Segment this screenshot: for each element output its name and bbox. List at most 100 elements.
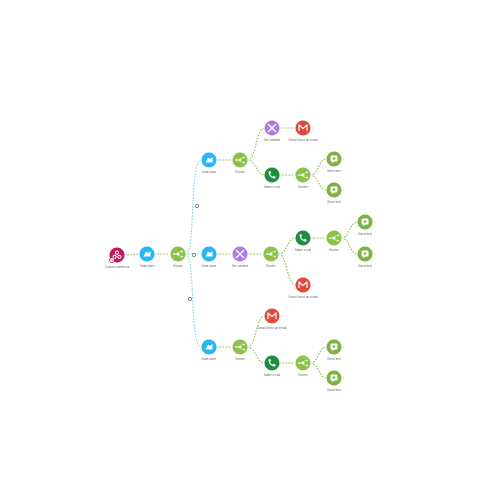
connector-dot xyxy=(279,253,282,255)
module-gmailB[interactable]: Gmail Send an email xyxy=(288,276,318,299)
connection-line[interactable] xyxy=(278,253,296,286)
webhook-icon xyxy=(112,250,122,259)
module-label: Send text xyxy=(327,357,341,361)
module-phoneA[interactable]: Make a call xyxy=(263,166,283,189)
connector-dot xyxy=(248,159,251,161)
connector-dot xyxy=(311,237,314,239)
module-label: Make a call xyxy=(264,373,280,377)
gmail-icon xyxy=(298,124,308,131)
module-crossA[interactable]: Set variable xyxy=(263,119,283,142)
chat-icon xyxy=(330,343,338,352)
module-routerB[interactable]: Router xyxy=(262,245,282,268)
tools-icon xyxy=(235,249,245,259)
module-label: Send text xyxy=(358,232,372,236)
phone-icon xyxy=(299,234,307,242)
module-label: Router xyxy=(298,373,309,377)
module-label: Data store xyxy=(202,170,217,174)
module-routerC[interactable]: Router xyxy=(231,338,251,361)
module-routerA2[interactable]: Router xyxy=(294,166,314,189)
connection-line[interactable] xyxy=(247,159,265,176)
chat-icon xyxy=(361,250,369,259)
connector-dot xyxy=(311,127,314,129)
connection-line[interactable] xyxy=(184,159,202,255)
module-routerC2[interactable]: Router xyxy=(294,354,314,377)
connection-line[interactable] xyxy=(341,221,358,239)
connector-dot xyxy=(342,158,345,160)
connector-dot xyxy=(342,377,345,379)
module-chatC1[interactable]: Send text xyxy=(325,338,345,361)
module-store1[interactable]: Data store xyxy=(138,245,158,268)
module-phoneC[interactable]: Make a call xyxy=(263,354,283,377)
module-label: Router xyxy=(173,264,184,268)
module-label: Router xyxy=(266,264,277,268)
module-chatC2[interactable]: Send text xyxy=(325,369,345,392)
module-label: Send text xyxy=(327,200,341,204)
connection-line[interactable] xyxy=(247,127,265,161)
module-gmailC[interactable]: Gmail Send an email xyxy=(257,307,287,330)
connector-dot xyxy=(311,174,314,176)
connection-line[interactable] xyxy=(310,174,327,191)
module-label: Custom webhook xyxy=(105,265,130,269)
module-webhook[interactable]: Custom webhook xyxy=(105,246,130,269)
gmail-icon xyxy=(267,312,277,319)
module-label: Gmail Send an email xyxy=(288,295,318,299)
router-icon xyxy=(173,250,183,258)
route-filter-icon[interactable] xyxy=(188,297,192,301)
module-label: Make a call xyxy=(295,248,311,252)
module-label: Set variable xyxy=(264,138,281,142)
module-routerB2[interactable]: Router xyxy=(325,229,345,252)
connection-line[interactable] xyxy=(310,362,327,379)
connector-dot xyxy=(280,174,283,176)
connection-line[interactable] xyxy=(341,237,358,255)
module-storeB[interactable]: Data store xyxy=(200,245,220,268)
connection-line[interactable] xyxy=(310,158,327,176)
connector-dot xyxy=(342,346,345,348)
connection-line[interactable] xyxy=(247,346,265,364)
connector-dot xyxy=(373,253,376,255)
connector-dot xyxy=(342,189,345,191)
connector-dot xyxy=(311,284,314,286)
connector-dot xyxy=(280,315,283,317)
module-label: Gmail Send an email xyxy=(257,326,287,330)
connector-dot xyxy=(311,362,314,364)
module-label: Send text xyxy=(327,388,341,392)
module-router0[interactable]: Router xyxy=(169,245,189,268)
connection-line[interactable] xyxy=(247,315,265,348)
module-label: Router xyxy=(235,357,246,361)
connection-line[interactable] xyxy=(278,237,296,255)
route-filter-icon[interactable] xyxy=(195,204,199,208)
connector-dot xyxy=(248,346,251,348)
router-icon xyxy=(235,156,245,164)
module-label: Data store xyxy=(202,264,217,268)
module-chatB1[interactable]: Send text xyxy=(356,213,376,236)
module-crossB[interactable]: Set variable xyxy=(231,245,251,268)
module-label: Send text xyxy=(358,264,372,268)
schedule-clock-icon[interactable] xyxy=(109,257,115,263)
connection-line[interactable] xyxy=(310,346,327,364)
connection-line[interactable] xyxy=(184,253,202,348)
module-chatB2[interactable]: Send text xyxy=(356,245,376,268)
connector-dot xyxy=(125,254,128,256)
module-chatA1[interactable]: Send text xyxy=(325,150,345,173)
module-storeC[interactable]: Data store xyxy=(200,338,220,361)
connections-layer xyxy=(124,127,358,379)
connector-dot xyxy=(280,127,283,129)
module-storeA[interactable]: Data store xyxy=(200,151,220,174)
route-filter-icon[interactable] xyxy=(192,253,196,257)
tools-icon xyxy=(267,123,277,133)
module-routerA[interactable]: Router xyxy=(231,151,251,174)
router-icon xyxy=(266,250,276,258)
router-icon xyxy=(329,234,339,242)
module-chatA2[interactable]: Send text xyxy=(325,181,345,204)
module-gmailA[interactable]: Gmail Send an email xyxy=(288,119,318,142)
module-bubble xyxy=(264,167,280,183)
module-phoneB[interactable]: Make a call xyxy=(294,229,314,252)
connector-dot xyxy=(248,253,251,255)
phone-icon xyxy=(268,359,276,367)
module-label: Router xyxy=(329,248,340,252)
connector-dot xyxy=(217,346,220,348)
data-store-icon xyxy=(205,344,213,350)
data-store-icon xyxy=(205,251,213,257)
router-icon xyxy=(298,171,308,179)
